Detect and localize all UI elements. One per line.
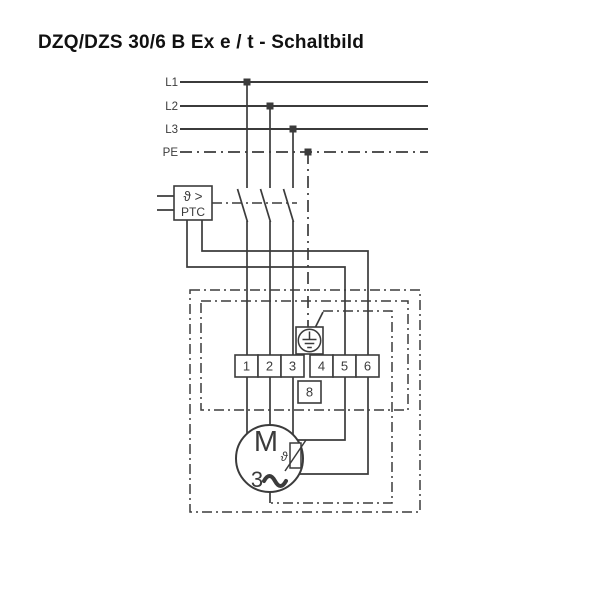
phase-wiring — [212, 82, 297, 355]
inner-terminal-box-boundary — [200, 300, 409, 411]
ptc-relay-box — [173, 185, 213, 221]
ptc-label: PTC — [181, 205, 205, 219]
l2-label: L2 — [165, 101, 178, 113]
terminal-5-label: 5 — [341, 359, 348, 374]
terminal-8-box — [297, 380, 322, 404]
terminal-2-label: 2 — [266, 359, 273, 374]
ac-wave-icon — [262, 474, 288, 488]
motor-body — [235, 424, 304, 493]
earth-terminal — [295, 326, 324, 355]
power-rails: L1 L2 L3 PE — [163, 77, 428, 159]
junction-dot-pe — [304, 148, 312, 156]
contact-pole-1 — [236, 188, 249, 223]
ptc-relay: ϑ > PTC — [173, 185, 213, 221]
pe-earth-run-to-motor — [271, 310, 393, 504]
page-title: DZQ/DZS 30/6 B Ex e / t - Schaltbild — [38, 32, 365, 53]
junction-dot-l2 — [266, 102, 274, 110]
pe-label: PE — [163, 147, 179, 159]
terminal-6-label: 6 — [364, 359, 371, 374]
ptc-to-terminal6-wire — [201, 220, 369, 355]
enclosure-boundaries — [189, 289, 421, 513]
earth-ground-icon — [297, 328, 322, 353]
junction-dot-l1 — [243, 78, 251, 86]
terminal-4-label: 4 — [318, 359, 325, 374]
motor-thermistor-symbol: ϑ — [281, 450, 289, 464]
contact-pole-3 — [282, 188, 295, 223]
terminal-3-label: 3 — [289, 359, 296, 374]
contact-pole-2 — [259, 188, 272, 223]
terminal-8-label: 8 — [306, 385, 313, 400]
ptc-temp-symbol: ϑ > — [183, 189, 202, 204]
earth-terminal-box — [295, 326, 324, 355]
thermistor-icon — [284, 439, 307, 472]
motor-label: M — [254, 426, 278, 458]
terminal-block: 1 2 3 4 5 6 8 — [234, 354, 380, 404]
junction-dot-l3 — [289, 125, 297, 133]
l1-label: L1 — [165, 77, 178, 89]
motor: M 3 ϑ — [235, 424, 307, 493]
l3-label: L3 — [165, 124, 178, 136]
pe-earth-wiring — [269, 152, 393, 504]
terminal-1-label: 1 — [243, 359, 250, 374]
rail-junctions — [243, 78, 312, 156]
outer-enclosure-boundary — [189, 289, 421, 513]
motor-phase-label: 3 — [251, 467, 263, 492]
